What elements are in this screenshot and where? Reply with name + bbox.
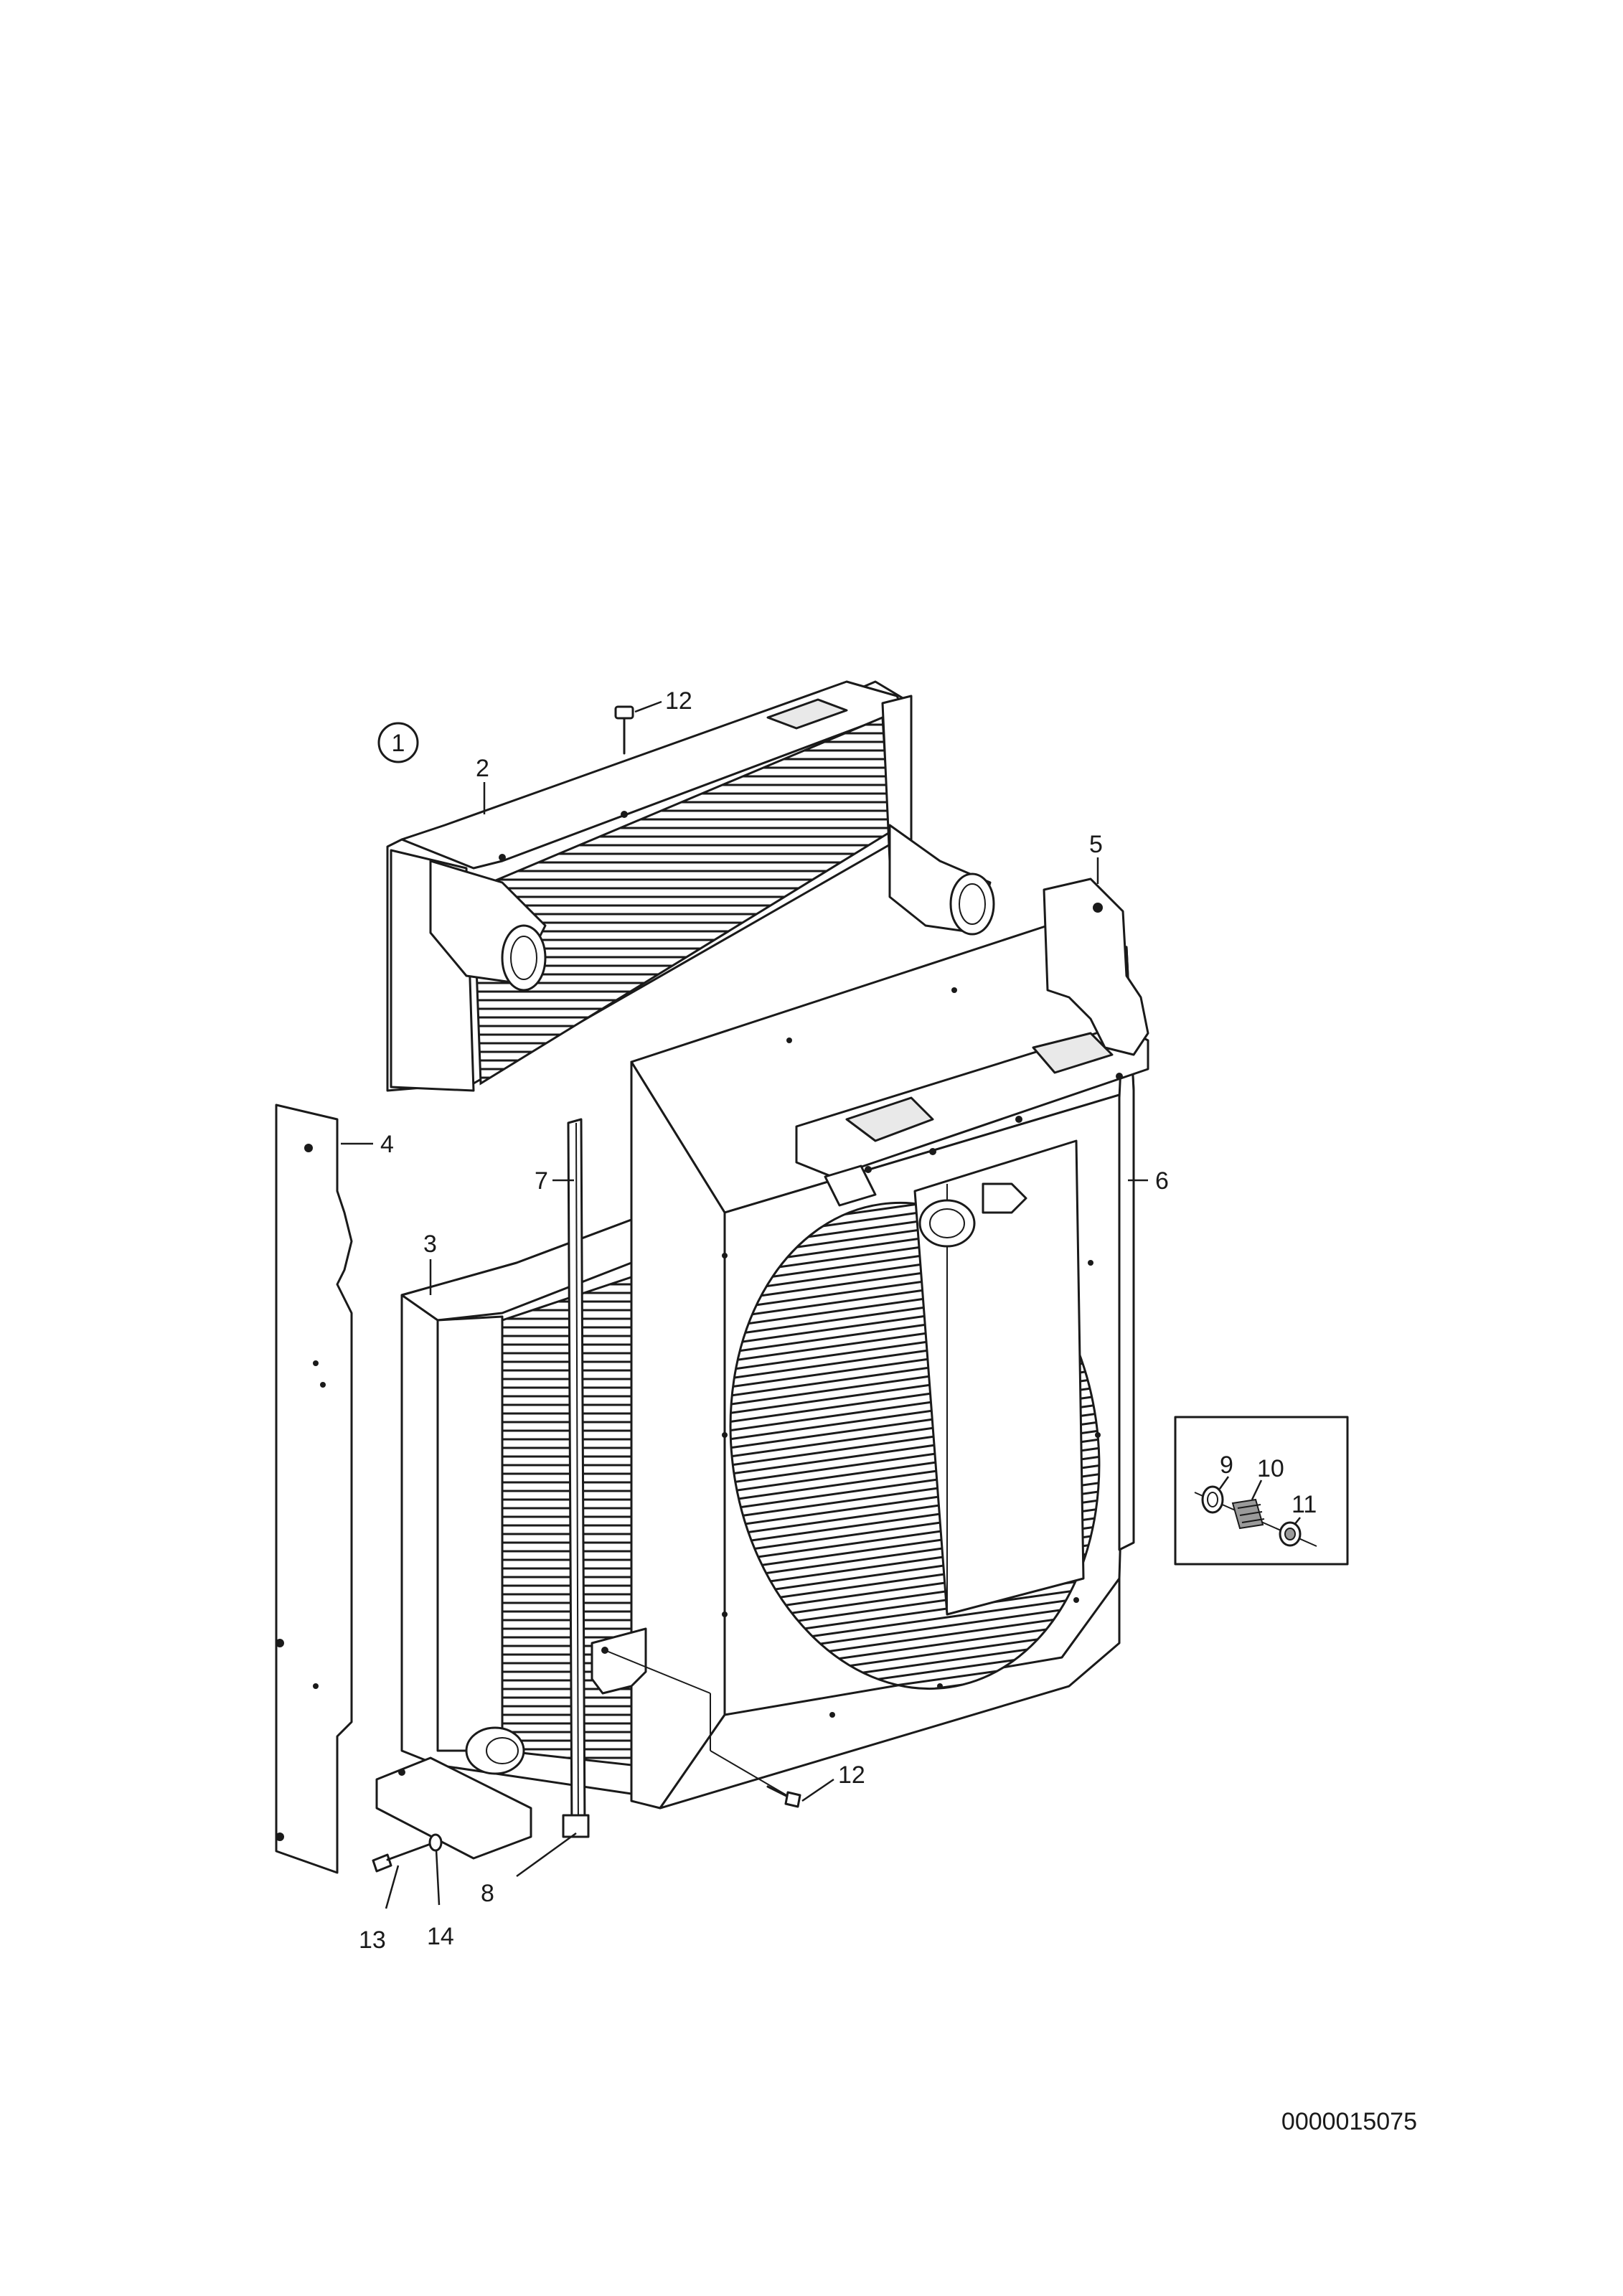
bolt-13: [372, 1843, 432, 1873]
callout-9: 9: [1220, 1452, 1233, 1479]
side-bracket-right: [1043, 878, 1149, 1056]
radiator: [375, 1218, 633, 1860]
callout-11: 11: [1292, 1491, 1317, 1518]
charge-air-cooler: [386, 680, 995, 1092]
seal-strip-7: [567, 1118, 586, 1838]
callout-2: 2: [476, 755, 489, 782]
group-marker-label: 1: [392, 730, 405, 757]
group-marker: 1: [377, 722, 419, 763]
seal-ring-9: [1201, 1485, 1224, 1514]
seal-strip-8: [562, 1814, 590, 1838]
callout-14: 14: [427, 1923, 454, 1950]
washer-14: [428, 1833, 443, 1852]
callout-6: 6: [1155, 1167, 1169, 1195]
callout-12-bottom: 12: [838, 1761, 865, 1789]
thermostat-valve-10: [1231, 1498, 1265, 1530]
fan-shroud: [630, 924, 1135, 1810]
document-number: 0000015075: [1281, 2108, 1417, 2135]
callout-3: 3: [423, 1231, 437, 1258]
callout-leaders: [341, 700, 1301, 1909]
detail-inset: [1174, 1416, 1349, 1566]
callout-12-top: 12: [665, 687, 692, 715]
callout-8: 8: [481, 1880, 494, 1907]
callout-13: 13: [359, 1926, 386, 1954]
callout-4: 4: [380, 1131, 394, 1158]
bolt-12-bottom: [766, 1785, 801, 1808]
callout-5: 5: [1089, 831, 1103, 858]
bolt-12-top: [614, 705, 634, 755]
plug-11: [1279, 1521, 1302, 1547]
side-bracket-left: [275, 1104, 353, 1874]
lower-mount-bracket: [591, 1627, 797, 1802]
callout-10: 10: [1257, 1455, 1284, 1482]
callout-7: 7: [535, 1167, 548, 1195]
